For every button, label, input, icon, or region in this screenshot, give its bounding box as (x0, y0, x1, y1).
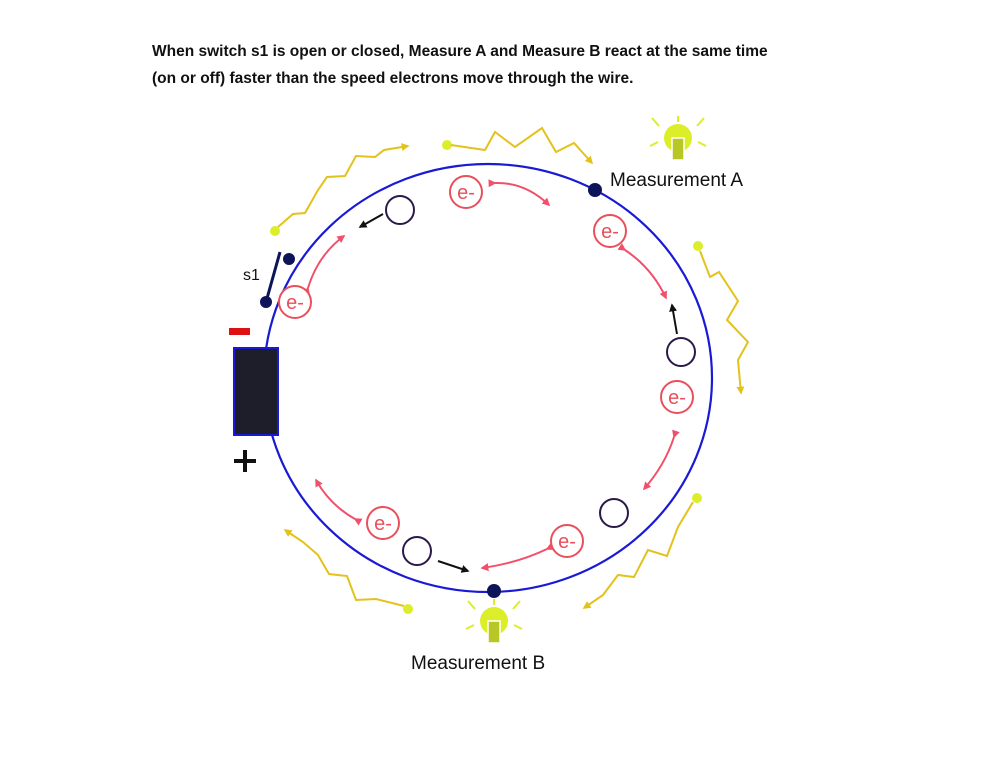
battery (233, 347, 279, 436)
electron-1: e- (449, 175, 483, 209)
electron-3: e- (593, 214, 627, 248)
electron-drift-arrows (302, 179, 680, 572)
electron-label: e- (601, 221, 619, 243)
minus-terminal-sign (229, 328, 250, 335)
bulb-a-icon (649, 116, 707, 161)
measurement-b-node[interactable] (487, 584, 501, 598)
bulb-b-icon (465, 599, 523, 644)
measurement-b-label: Measurement B (411, 653, 545, 674)
hole-arrow-1 (358, 213, 384, 228)
field-wave-bottom-right (582, 493, 702, 609)
measurement-a-label: Measurement A (610, 170, 743, 191)
caption-line-1: When switch s1 is open or closed, Measur… (152, 43, 768, 60)
field-wave-bottom-left (283, 529, 413, 614)
measurement-a-node[interactable] (588, 183, 602, 197)
caption: When switch s1 is open or closed, Measur… (152, 38, 952, 92)
electron-5: e- (550, 524, 584, 558)
electron-label: e- (668, 387, 686, 409)
switch-label: s1 (243, 267, 260, 284)
hole-1 (385, 195, 415, 225)
field-wave-right (693, 241, 750, 395)
electron-label: e- (374, 513, 392, 535)
hole-2 (666, 337, 696, 367)
electron-4: e- (660, 380, 694, 414)
electron-6: e- (366, 506, 400, 540)
electron-label: e- (457, 182, 475, 204)
hole-3 (599, 498, 629, 528)
caption-line-2: (on or off) faster than the speed electr… (152, 70, 634, 87)
switch-s1[interactable] (260, 251, 295, 308)
circuit-wire (262, 162, 714, 594)
plus-terminal-sign (234, 450, 256, 472)
electron-2: e- (278, 285, 312, 319)
field-wave-top-left (270, 143, 410, 236)
electron-label: e- (558, 531, 576, 553)
hole-arrow-2 (669, 303, 678, 335)
electron-label: e- (286, 292, 304, 314)
hole-4 (402, 536, 432, 566)
hole-arrow-3 (437, 560, 470, 573)
field-wave-top-right (442, 126, 594, 165)
